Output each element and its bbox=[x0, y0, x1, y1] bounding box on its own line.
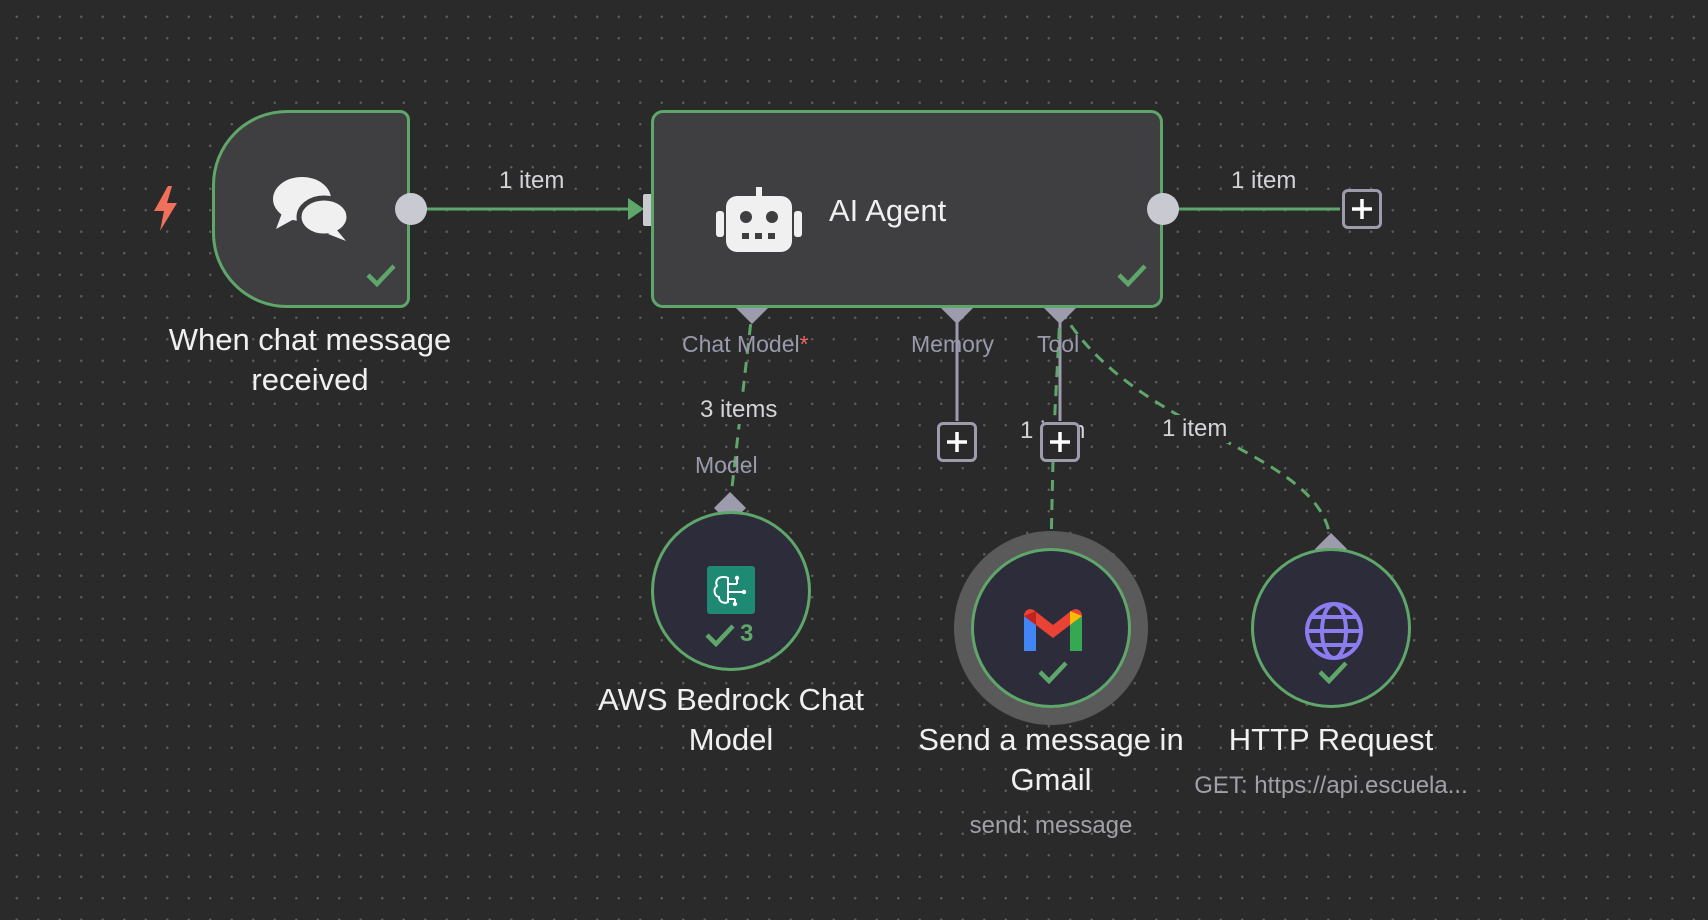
add-next-node-button[interactable] bbox=[1342, 189, 1382, 229]
memory-handle-label: Memory bbox=[911, 331, 995, 357]
trigger-edge-label: 1 item bbox=[499, 167, 565, 194]
gmail-node-subtitle: send: message bbox=[969, 812, 1133, 839]
gmail-node-title: Send a message in Gmail bbox=[918, 722, 1184, 797]
ai-agent-node[interactable]: AI Agent bbox=[651, 110, 1163, 308]
plus-icon bbox=[1352, 199, 1372, 219]
globe-icon bbox=[1303, 600, 1365, 667]
http-request-node[interactable] bbox=[1251, 548, 1411, 708]
aws-bedrock-node[interactable]: 3 bbox=[651, 511, 811, 671]
required-indicator: * bbox=[799, 331, 809, 357]
agent-success-check-icon bbox=[1116, 263, 1148, 292]
http-node-title: HTTP Request bbox=[1228, 722, 1434, 757]
bedrock-brain-icon bbox=[707, 566, 755, 619]
gmail-icon bbox=[1022, 607, 1084, 658]
trigger-node[interactable] bbox=[212, 110, 410, 308]
connection-gmail-agent[interactable] bbox=[1049, 311, 1062, 549]
bedrock-handle-label: Model bbox=[695, 452, 758, 478]
gmail-success-check-icon bbox=[1037, 660, 1069, 689]
arrow-head bbox=[628, 198, 644, 220]
bedrock-success-check-icon bbox=[704, 623, 736, 652]
http-success-check-icon bbox=[1317, 660, 1349, 689]
plus-icon bbox=[1050, 432, 1070, 452]
trigger-node-title: When chat message received bbox=[168, 322, 452, 397]
ai-agent-title: AI Agent bbox=[829, 193, 947, 228]
gmail-node[interactable] bbox=[971, 548, 1131, 708]
bedrock-node-title: AWS Bedrock Chat Model bbox=[598, 682, 864, 757]
trigger-success-check-icon bbox=[365, 263, 397, 292]
add-tool-button[interactable] bbox=[1040, 422, 1080, 462]
bedrock-edge-label: 3 items bbox=[698, 396, 780, 424]
agent-edge-label: 1 item bbox=[1231, 167, 1297, 194]
add-memory-button[interactable] bbox=[937, 422, 977, 462]
robot-icon bbox=[716, 187, 802, 258]
chat-model-label-text: Chat Model bbox=[682, 331, 800, 357]
tool-handle-label: Tool bbox=[1037, 331, 1080, 357]
trigger-output-handle[interactable] bbox=[395, 193, 427, 225]
chat-bubbles-icon bbox=[270, 173, 356, 250]
http-node-subtitle: GET: https://api.escuela... bbox=[1194, 772, 1468, 799]
bedrock-run-count: 3 bbox=[740, 620, 754, 647]
http-edge-label: 1 item bbox=[1160, 415, 1230, 443]
agent-output-handle[interactable] bbox=[1147, 193, 1179, 225]
chat-model-handle-label: Chat Model* bbox=[682, 331, 809, 358]
plus-icon bbox=[947, 432, 967, 452]
trigger-bolt-icon bbox=[148, 184, 182, 234]
